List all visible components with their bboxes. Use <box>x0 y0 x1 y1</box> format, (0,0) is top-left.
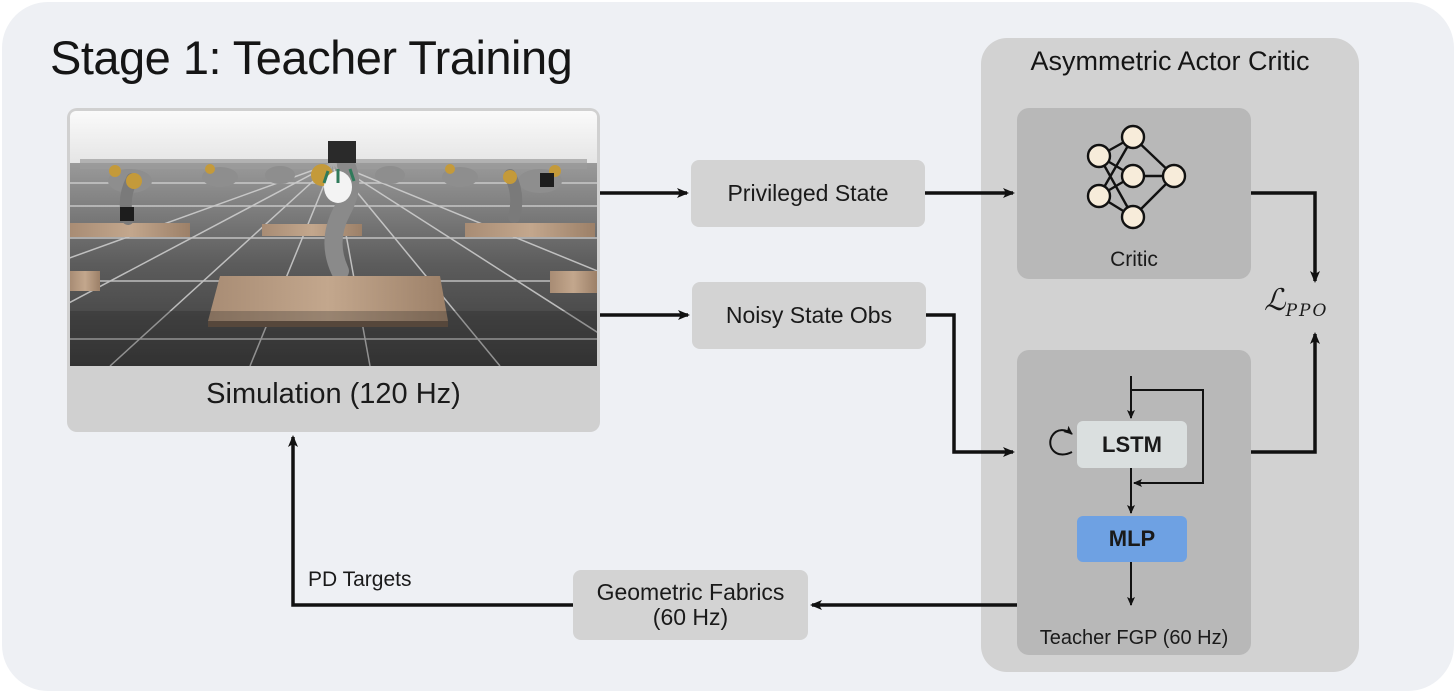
simulation-label: Simulation (120 Hz) <box>206 378 461 410</box>
noisy-state-obs-box: Noisy State Obs <box>692 282 926 349</box>
neural-network-icon <box>1086 124 1187 230</box>
lstm-label: LSTM <box>1102 431 1162 457</box>
arrow-critic-to-loss <box>1251 191 1320 283</box>
recurrent-loop-arrow <box>1049 425 1073 456</box>
pd-targets-label: PD Targets <box>308 568 412 591</box>
mlp-block: MLP <box>1077 516 1187 562</box>
loss-symbol: ℒ <box>1264 283 1286 318</box>
privileged-state-label: Privileged State <box>727 179 889 206</box>
critic-label: Critic <box>1110 248 1158 271</box>
lstm-block: LSTM <box>1077 421 1187 468</box>
arrow-teacher-to-loss <box>1251 332 1320 454</box>
noisy-state-obs-label: Noisy State Obs <box>725 301 893 328</box>
simulation-box: Simulation (120 Hz) <box>67 108 600 432</box>
actor-critic-title: Asymmetric Actor Critic <box>1030 46 1310 76</box>
teacher-fgp-label: Teacher FGP (60 Hz) <box>1039 627 1229 649</box>
arrow-noisy-to-teacher <box>926 313 1015 457</box>
skip-connection-arrow <box>1131 389 1204 487</box>
page-title: Stage 1: Teacher Training <box>50 31 573 84</box>
arrow-fabrics-to-sim <box>288 435 573 607</box>
loss-subscript: PPO <box>1285 301 1329 321</box>
ppo-loss-label: ℒPPO <box>1264 283 1329 321</box>
privileged-state-box: Privileged State <box>691 160 925 227</box>
critic-box: Critic <box>1017 108 1251 279</box>
simulation-render-image <box>70 111 597 366</box>
geometric-fabrics-rate: (60 Hz) <box>652 604 729 630</box>
geometric-fabrics-box: Geometric Fabrics (60 Hz) <box>573 570 808 640</box>
mlp-label: MLP <box>1108 526 1156 551</box>
geometric-fabrics-label: Geometric Fabrics <box>596 578 785 605</box>
